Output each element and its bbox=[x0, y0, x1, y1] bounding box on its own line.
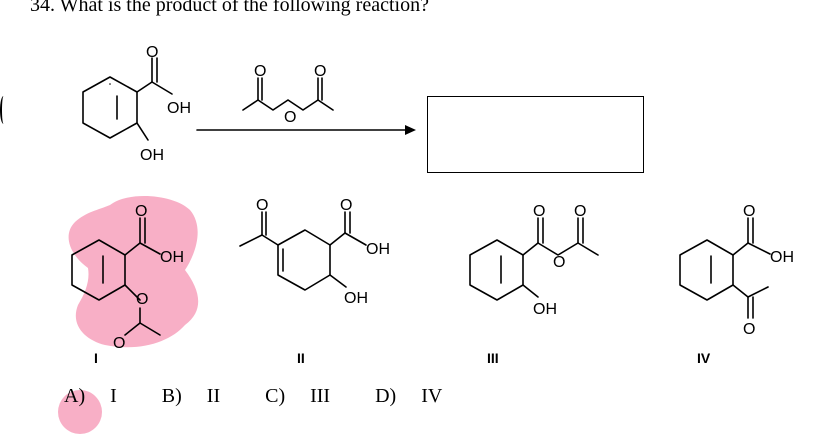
opt2-label-1: O bbox=[340, 197, 352, 214]
answer-d[interactable]: D) IV bbox=[375, 385, 462, 407]
option-iv-structure: O OH O bbox=[679, 203, 794, 338]
answer-b[interactable]: B) II bbox=[162, 385, 240, 407]
answer-a-letter: A) bbox=[64, 385, 86, 407]
option-iii-structure: O O O OH bbox=[469, 203, 599, 318]
opt2-label-2: OH bbox=[366, 241, 390, 258]
reactant-acid-oh: OH bbox=[167, 100, 191, 117]
opt3-label-1: O bbox=[574, 203, 586, 220]
opt1-label-3: O bbox=[113, 335, 125, 352]
reaction-arrow bbox=[196, 125, 416, 135]
reactant-phenol-oh: OH bbox=[140, 147, 164, 164]
answer-b-text: II bbox=[206, 385, 221, 407]
answer-c[interactable]: C) III bbox=[265, 385, 350, 407]
product-answer-box bbox=[427, 96, 644, 173]
question-text: 34. What is the product of the following… bbox=[30, 0, 429, 17]
highlight-mark bbox=[58, 195, 199, 434]
reagent-acetic-anhydride: O O O bbox=[242, 63, 334, 126]
opt4-label-2: O bbox=[743, 321, 755, 338]
opt4-label-0: O bbox=[743, 203, 755, 220]
option-i-label: I bbox=[94, 350, 98, 366]
opt1-label-0: O bbox=[135, 203, 147, 220]
option-ii-structure: O O OH OH bbox=[239, 197, 390, 307]
reagent-o-right: O bbox=[314, 63, 326, 80]
option-ii-label: II bbox=[297, 350, 305, 366]
opt1-label-2: O bbox=[136, 291, 148, 308]
reactant-salicylic-acid: O OH OH bbox=[82, 44, 191, 164]
opt4-label-1: OH bbox=[770, 249, 794, 266]
answer-c-text: III bbox=[310, 385, 331, 407]
margin-bracket bbox=[0, 96, 7, 124]
question-prompt: What is the product of the following rea… bbox=[59, 0, 429, 16]
answer-a[interactable]: A) I bbox=[64, 385, 137, 407]
opt3-label-0: O bbox=[533, 203, 545, 220]
answer-c-letter: C) bbox=[265, 385, 286, 407]
answer-d-letter: D) bbox=[375, 385, 397, 407]
answer-b-letter: B) bbox=[161, 385, 182, 407]
question-number: 34. bbox=[30, 0, 55, 16]
answer-choices: A) I B) II C) III D) IV bbox=[64, 385, 482, 408]
reactant-carbonyl-o: O bbox=[146, 44, 158, 61]
option-i-structure: O OH O O bbox=[71, 203, 184, 352]
reagent-o-left: O bbox=[254, 63, 266, 80]
opt2-label-0: O bbox=[256, 197, 268, 214]
option-iv-label: IV bbox=[697, 350, 711, 366]
answer-a-text: I bbox=[110, 385, 117, 407]
option-iii-label: III bbox=[487, 350, 499, 366]
opt3-label-2: O bbox=[553, 254, 565, 271]
opt1-label-1: OH bbox=[160, 249, 184, 266]
answer-d-text: IV bbox=[421, 385, 443, 407]
reagent-o-bridge: O bbox=[284, 109, 296, 126]
opt3-label-3: OH bbox=[533, 301, 557, 318]
opt2-label-3: OH bbox=[344, 290, 368, 307]
